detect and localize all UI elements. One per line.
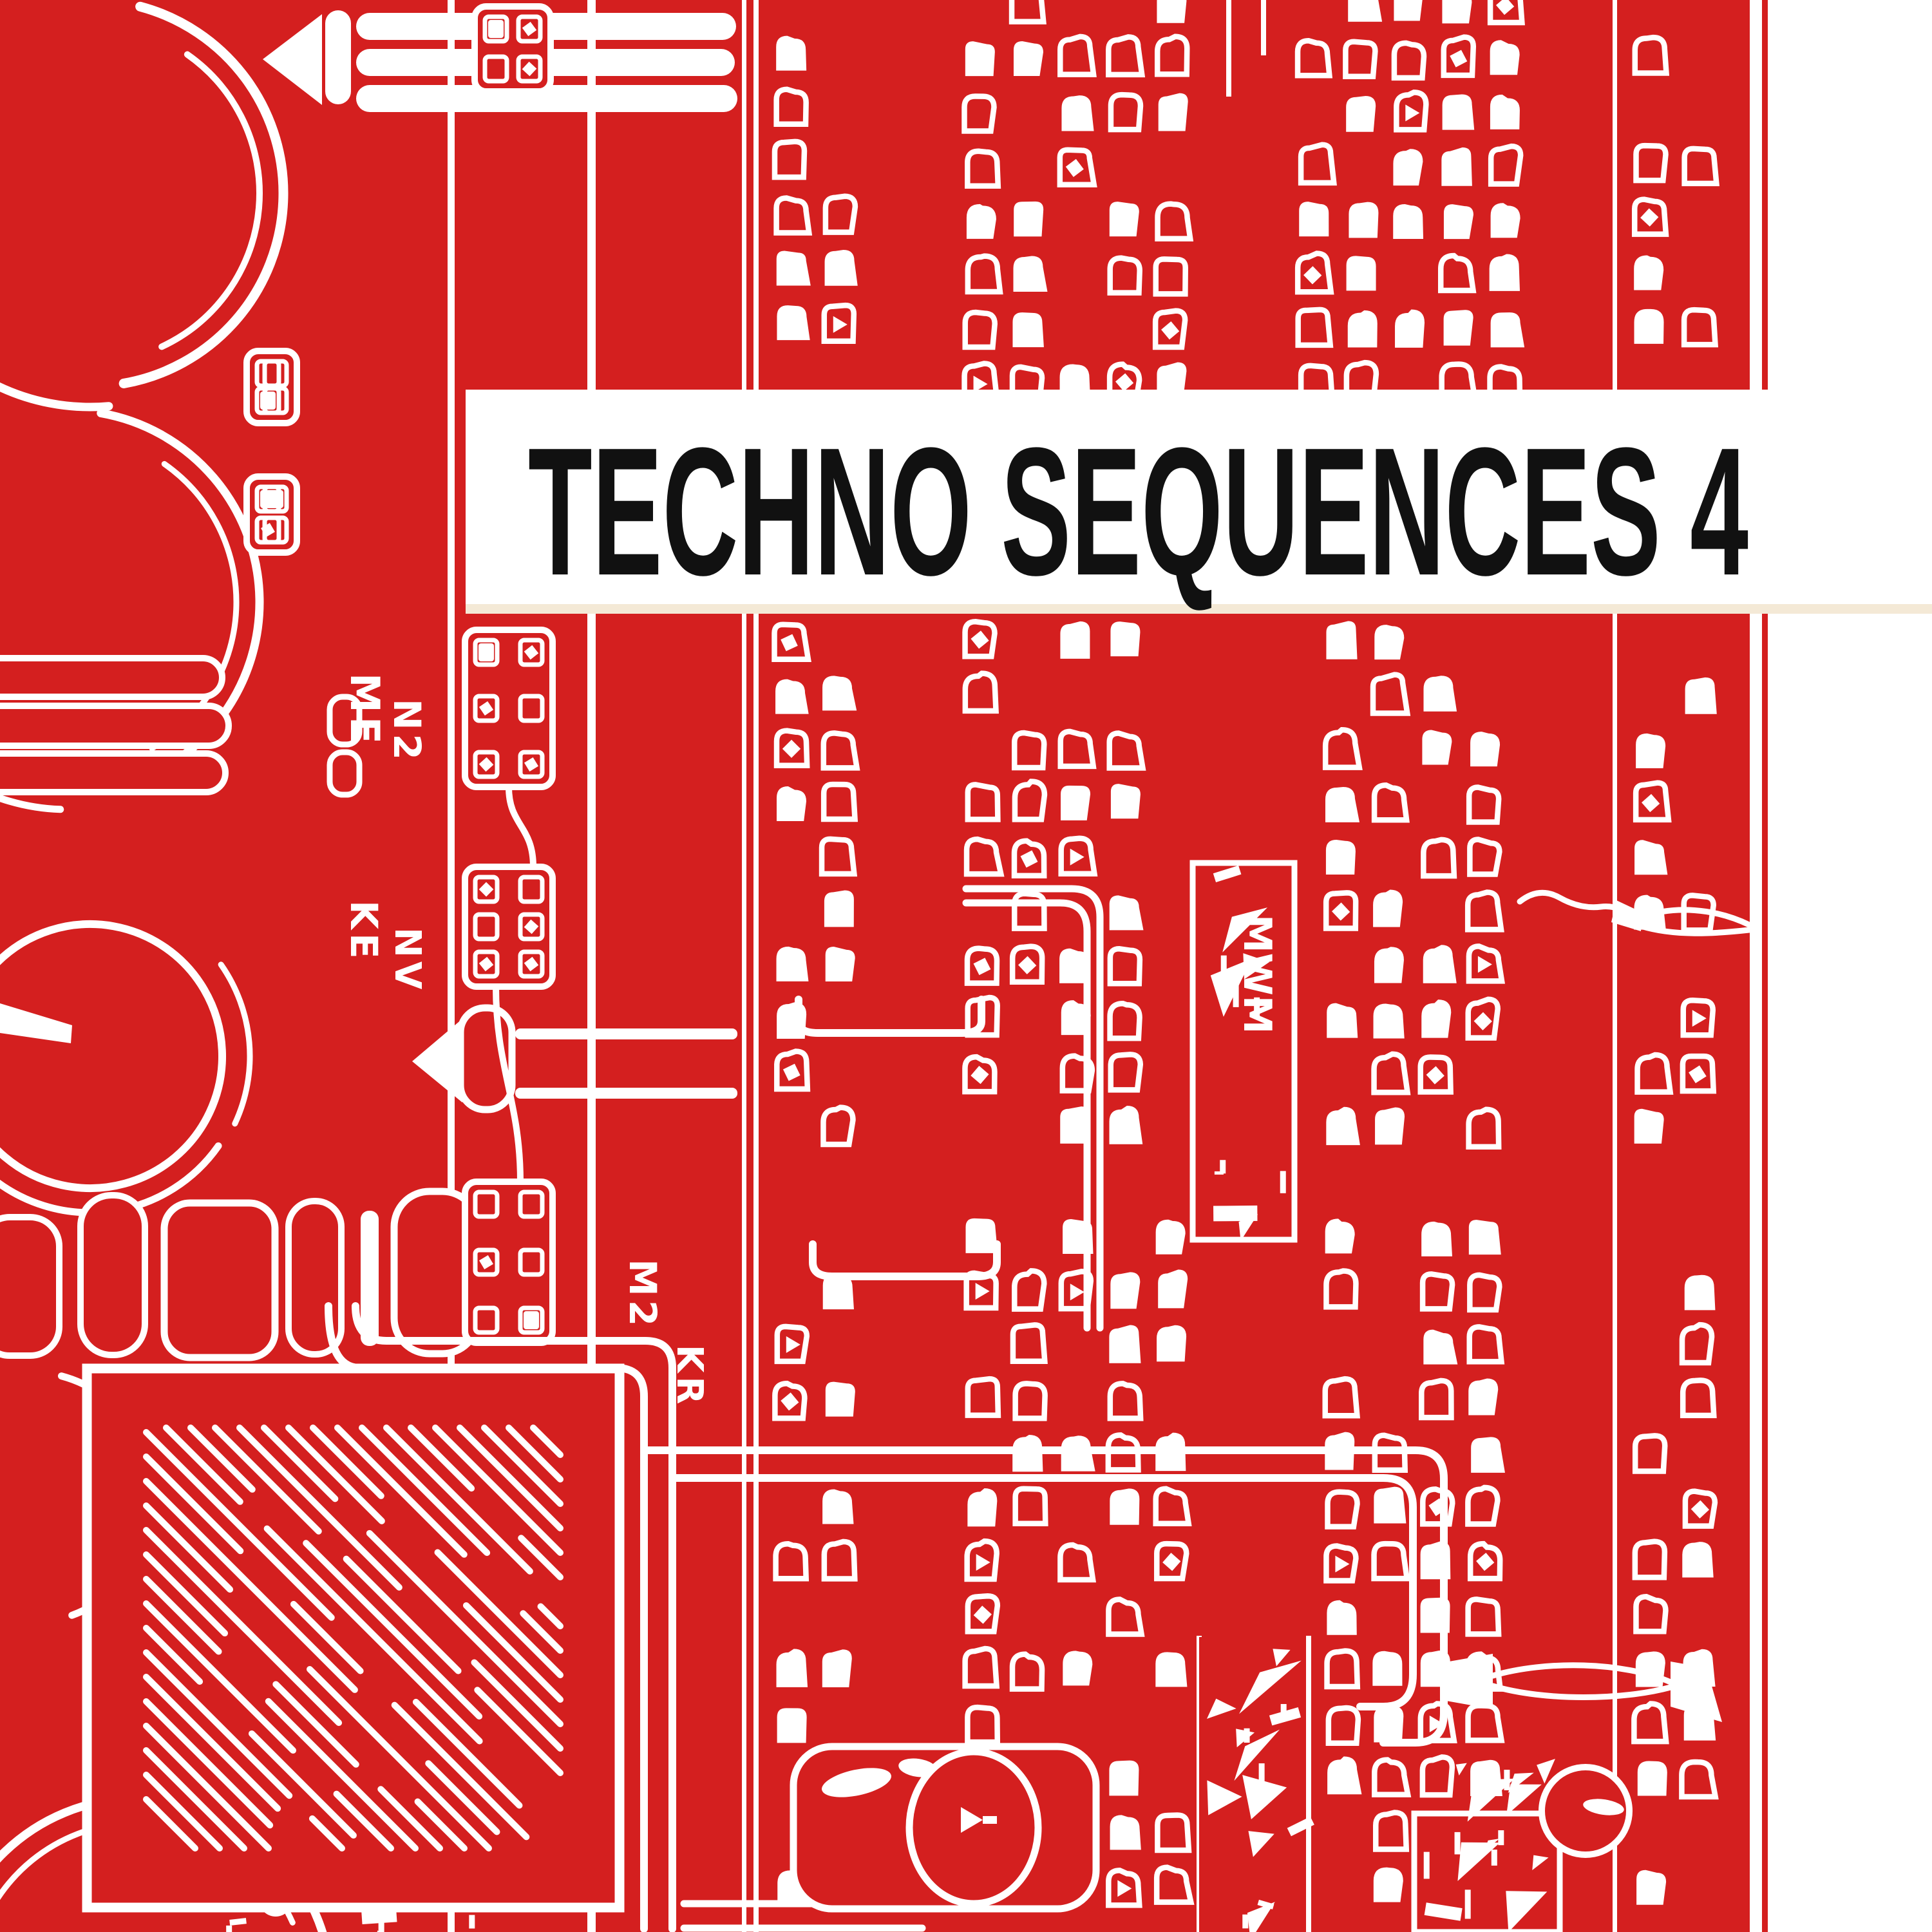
dial-pad-icon <box>1539 1764 1633 1858</box>
banner-background <box>466 390 1932 614</box>
title-banner: TECHNO SEQUENCES 4 <box>466 390 1932 614</box>
album-title: TECHNO SEQUENCES 4 <box>528 410 1749 613</box>
svg-text:ME: ME <box>341 673 388 748</box>
svg-text:M2: M2 <box>621 1259 665 1330</box>
right-margin <box>1750 0 1932 1932</box>
ic-chips: MWM <box>226 860 1563 1932</box>
connector-blocks <box>243 3 556 1346</box>
trimmer-component <box>790 1743 1100 1913</box>
svg-text:N2: N2 <box>385 699 429 764</box>
svg-text:KE: KE <box>342 900 386 963</box>
banner-accent-strip <box>466 604 1932 614</box>
svg-text:NV: NV <box>386 927 428 993</box>
svg-text:KR: KR <box>668 1345 710 1408</box>
svg-text:MWM: MWM <box>1235 914 1280 1034</box>
hatched-square <box>82 1363 625 1913</box>
solder-pad-grids <box>772 0 1719 1908</box>
circuit-traces <box>325 784 1752 1932</box>
